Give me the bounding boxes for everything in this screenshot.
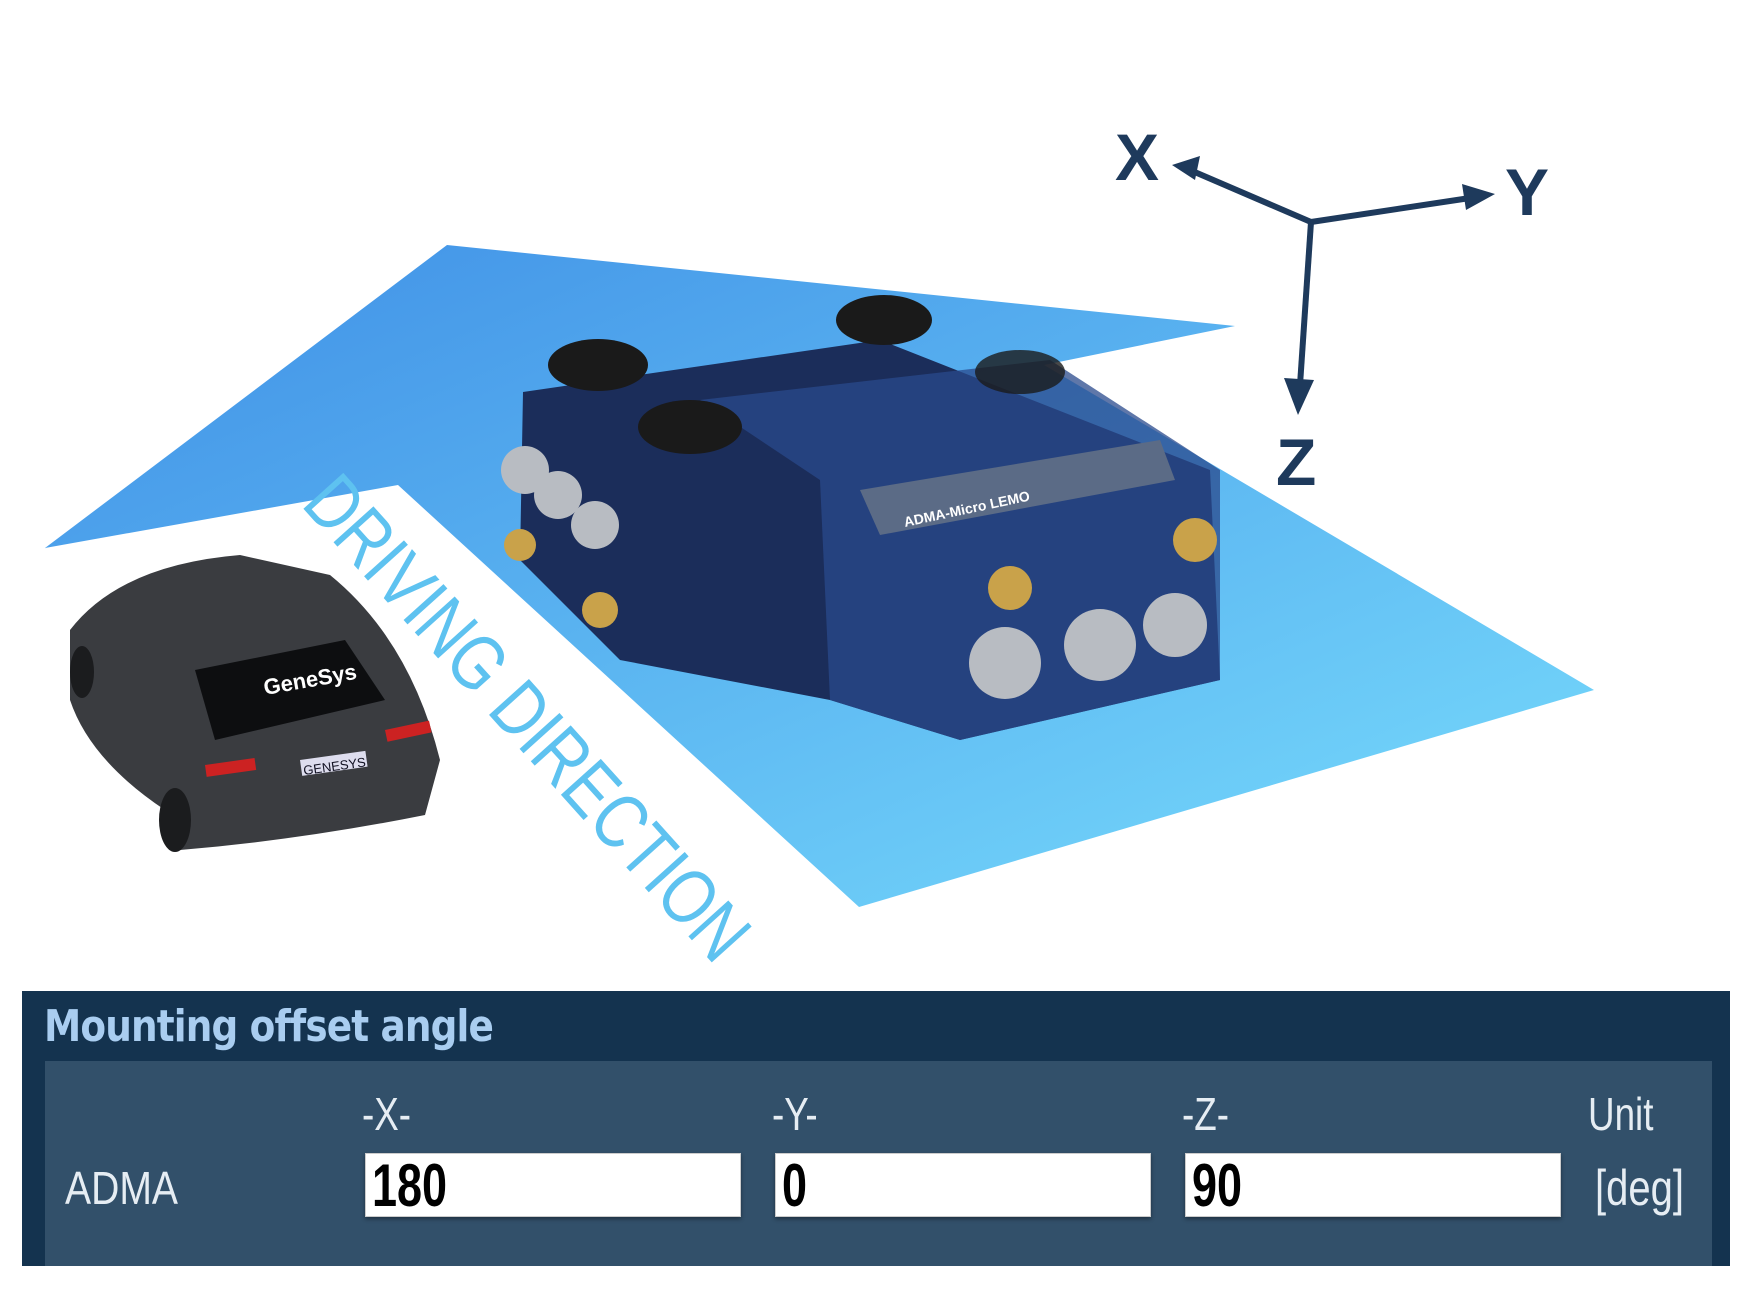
z-arrow-icon [1284, 378, 1314, 415]
axis-triad [1172, 156, 1495, 415]
z-angle-input[interactable]: 90 [1185, 1152, 1561, 1219]
header-z: -Z- [1182, 1088, 1229, 1140]
y-arrow-icon [1462, 184, 1495, 210]
header-unit: Unit [1588, 1088, 1654, 1140]
axis-x-label: X [1115, 120, 1159, 194]
y-angle-input[interactable]: 0 [775, 1152, 1151, 1219]
car: GeneSys GENESYS [70, 555, 440, 852]
mounting-illustration: DRIVING DIRECTION GeneSys GENESYS ADMA-M… [45, 120, 1594, 977]
panel-title: Mounting offset angle [44, 1001, 494, 1052]
row-label-adma: ADMA [65, 1162, 178, 1214]
x-angle-input[interactable]: 180 [365, 1152, 741, 1219]
axis-y-label: Y [1505, 155, 1549, 229]
x-arrow-icon [1172, 156, 1200, 180]
x-angle-value: 180 [372, 1152, 448, 1219]
axis-z-label: Z [1276, 425, 1316, 499]
header-x: -X- [362, 1088, 412, 1140]
angle-table: -X- -Y- -Z- Unit ADMA 180 0 90 [deg] [45, 1061, 1712, 1266]
adma-device: ADMA-Micro LEMO [501, 295, 1220, 740]
mounting-offset-panel: Mounting offset angle -X- -Y- -Z- Unit A… [22, 991, 1730, 1266]
z-angle-value: 90 [1192, 1152, 1243, 1219]
header-y: -Y- [772, 1088, 818, 1140]
y-angle-value: 0 [782, 1152, 808, 1219]
unit-label: [deg] [1595, 1160, 1684, 1216]
